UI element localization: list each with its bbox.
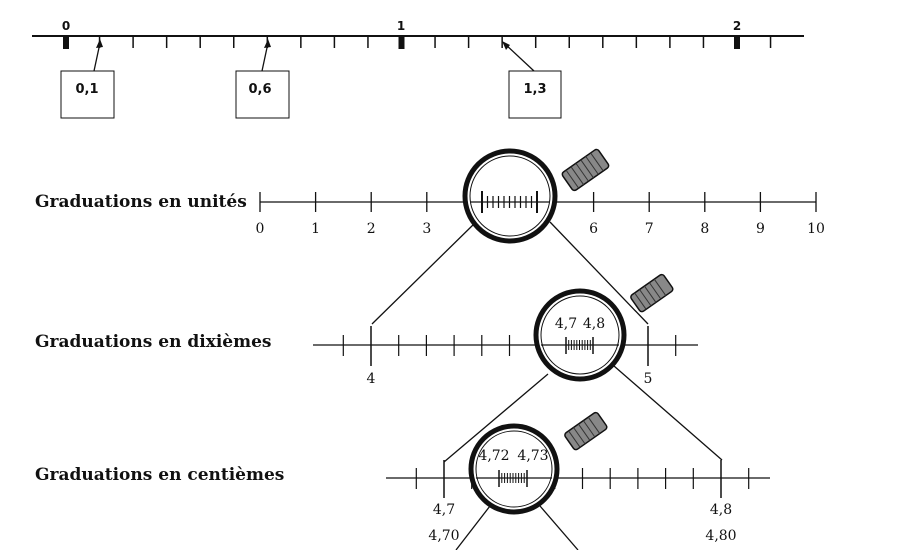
zoom-line-left xyxy=(371,221,477,325)
magnifier-handle xyxy=(630,273,674,313)
top-major-tick xyxy=(398,36,405,49)
magnifier-icon xyxy=(462,148,610,244)
zoom-line-left xyxy=(443,373,549,463)
units-number-line: 012345678910 xyxy=(256,148,825,244)
magnifier-icon: 4,7 4,8 xyxy=(533,273,674,382)
callout-box xyxy=(508,70,562,119)
callout-arrow xyxy=(261,42,269,72)
hundredths-label-4-80: 4,80 xyxy=(705,528,736,544)
top-ruler-label-0: 0 xyxy=(62,19,70,33)
lens-label-4-7: 4,7 xyxy=(555,316,577,332)
callout-arrow xyxy=(93,42,101,72)
magnifier-handle xyxy=(561,148,610,192)
callout-1-3: 1,3 xyxy=(502,41,562,119)
zoom-line-right xyxy=(549,221,649,325)
hundredths-ticks xyxy=(415,460,750,498)
tenths-label-4: 4 xyxy=(367,371,376,387)
units-tick-label: 3 xyxy=(422,221,431,237)
hundredths-label-4-7: 4,7 xyxy=(433,502,455,518)
arrow-head-icon xyxy=(96,39,103,48)
zoom-line-right xyxy=(613,365,723,461)
units-tick-label: 0 xyxy=(256,221,265,237)
magnifier-icon: 4,72 4,73 xyxy=(468,411,608,515)
callout-label: 0,6 xyxy=(248,82,271,97)
arrow-head-icon xyxy=(264,39,271,48)
units-row-label: Graduations en unités xyxy=(35,192,247,212)
callout-0-1: 0,1 xyxy=(60,39,115,119)
units-tick-label: 10 xyxy=(807,221,825,237)
hundredths-row-label: Graduations en centièmes xyxy=(35,465,285,485)
units-tick-label: 1 xyxy=(311,221,320,237)
top-major-tick xyxy=(734,36,740,49)
hundredths-label-4-8: 4,8 xyxy=(710,502,732,518)
zoom-line-left xyxy=(455,505,491,550)
hundredths-number-line: 4,7 4,70 4,8 4,80 4,72 4,73 xyxy=(386,411,770,544)
top-ruler: 0 1 2 0,1 0,6 1,3 xyxy=(32,19,804,119)
callout-label: 1,3 xyxy=(523,82,546,97)
units-tick-label: 2 xyxy=(367,221,376,237)
callout-label: 0,1 xyxy=(75,82,98,97)
tenths-row-label: Graduations en dixièmes xyxy=(35,332,272,352)
tenths-label-5: 5 xyxy=(644,371,653,387)
magnifier-lens xyxy=(468,423,560,515)
units-tick-label: 8 xyxy=(700,221,709,237)
zoom-line-right xyxy=(539,505,579,550)
magnifier-handle xyxy=(564,411,608,451)
callout-arrow xyxy=(504,43,535,72)
magnifier-lens xyxy=(533,288,627,382)
lens-label-4-73: 4,73 xyxy=(517,448,548,464)
top-ruler-label-1: 1 xyxy=(397,19,405,33)
tenths-number-line: 4 5 4,7 4,8 xyxy=(313,273,698,387)
lens-label-4-72: 4,72 xyxy=(478,448,509,464)
hundredths-label-4-70: 4,70 xyxy=(428,528,459,544)
callout-0-6: 0,6 xyxy=(235,39,290,119)
arrow-head-icon xyxy=(502,41,510,50)
units-tick-label: 9 xyxy=(756,221,765,237)
lens-label-4-8: 4,8 xyxy=(583,316,605,332)
callout-box xyxy=(60,70,115,119)
units-tick-label: 7 xyxy=(645,221,654,237)
callout-box xyxy=(235,70,290,119)
top-ruler-label-2: 2 xyxy=(733,19,741,33)
top-major-tick xyxy=(63,36,69,49)
top-ruler-ticks xyxy=(63,36,772,49)
units-tick-label: 6 xyxy=(589,221,598,237)
